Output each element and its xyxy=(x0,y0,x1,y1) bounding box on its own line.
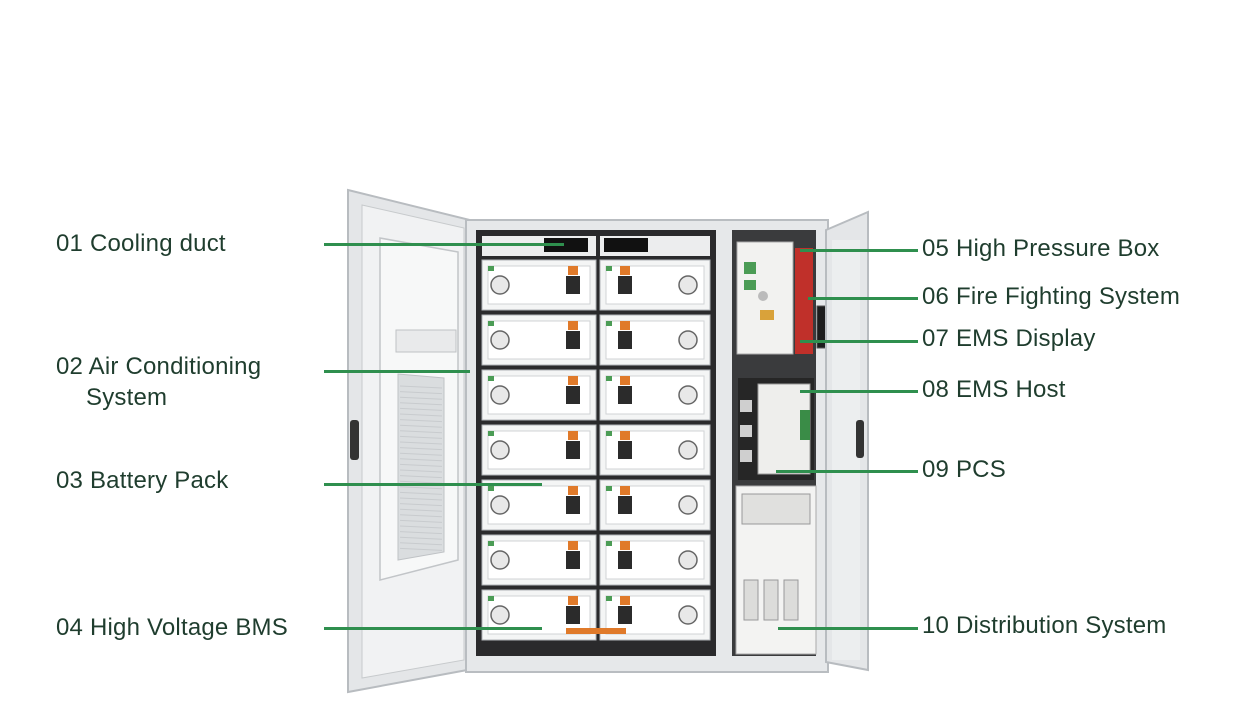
battery-racks xyxy=(481,236,711,641)
leader-line-08 xyxy=(800,390,918,393)
leader-line-01 xyxy=(324,243,564,246)
battery-module xyxy=(481,369,597,421)
battery-module xyxy=(481,424,597,476)
leader-line-04 xyxy=(324,627,542,630)
leader-line-10 xyxy=(778,627,918,630)
label-ems-host: 08 EMS Host xyxy=(922,376,1066,403)
battery-module xyxy=(599,259,711,311)
label-high-voltage-bms: 04 High Voltage BMS xyxy=(56,614,288,641)
leader-line-09 xyxy=(776,470,918,473)
battery-module xyxy=(481,534,597,586)
label-cooling-duct: 01 Cooling duct xyxy=(56,230,226,257)
label-ems-display: 07 EMS Display xyxy=(922,325,1096,352)
battery-module xyxy=(481,259,597,311)
battery-module xyxy=(481,479,597,531)
battery-module xyxy=(599,479,711,531)
left-door-handle xyxy=(350,420,359,460)
battery-module xyxy=(599,424,711,476)
battery-module xyxy=(599,534,711,586)
leader-line-03 xyxy=(324,483,542,486)
air-conditioner-grille xyxy=(399,385,443,551)
label-fire-fighting-system: 06 Fire Fighting System xyxy=(922,283,1181,310)
label-pcs: 09 PCS xyxy=(922,456,1006,483)
leader-line-02 xyxy=(324,370,470,373)
right-door xyxy=(825,210,869,672)
right-door-handle xyxy=(856,420,864,458)
battery-module xyxy=(481,314,597,366)
label-air-conditioning-line2: System xyxy=(86,384,168,411)
battery-module xyxy=(599,369,711,421)
battery-module xyxy=(599,589,711,641)
leader-line-06 xyxy=(808,297,918,300)
label-battery-pack: 03 Battery Pack xyxy=(56,467,229,494)
label-high-pressure-box: 05 High Pressure Box xyxy=(922,235,1160,262)
leader-line-05 xyxy=(800,249,918,252)
label-air-conditioning: 02 Air Conditioning xyxy=(56,353,262,380)
label-distribution-system: 10 Distribution System xyxy=(922,612,1167,639)
leader-line-07 xyxy=(800,340,918,343)
battery-module xyxy=(599,314,711,366)
fire-fighting-unit xyxy=(795,248,813,354)
